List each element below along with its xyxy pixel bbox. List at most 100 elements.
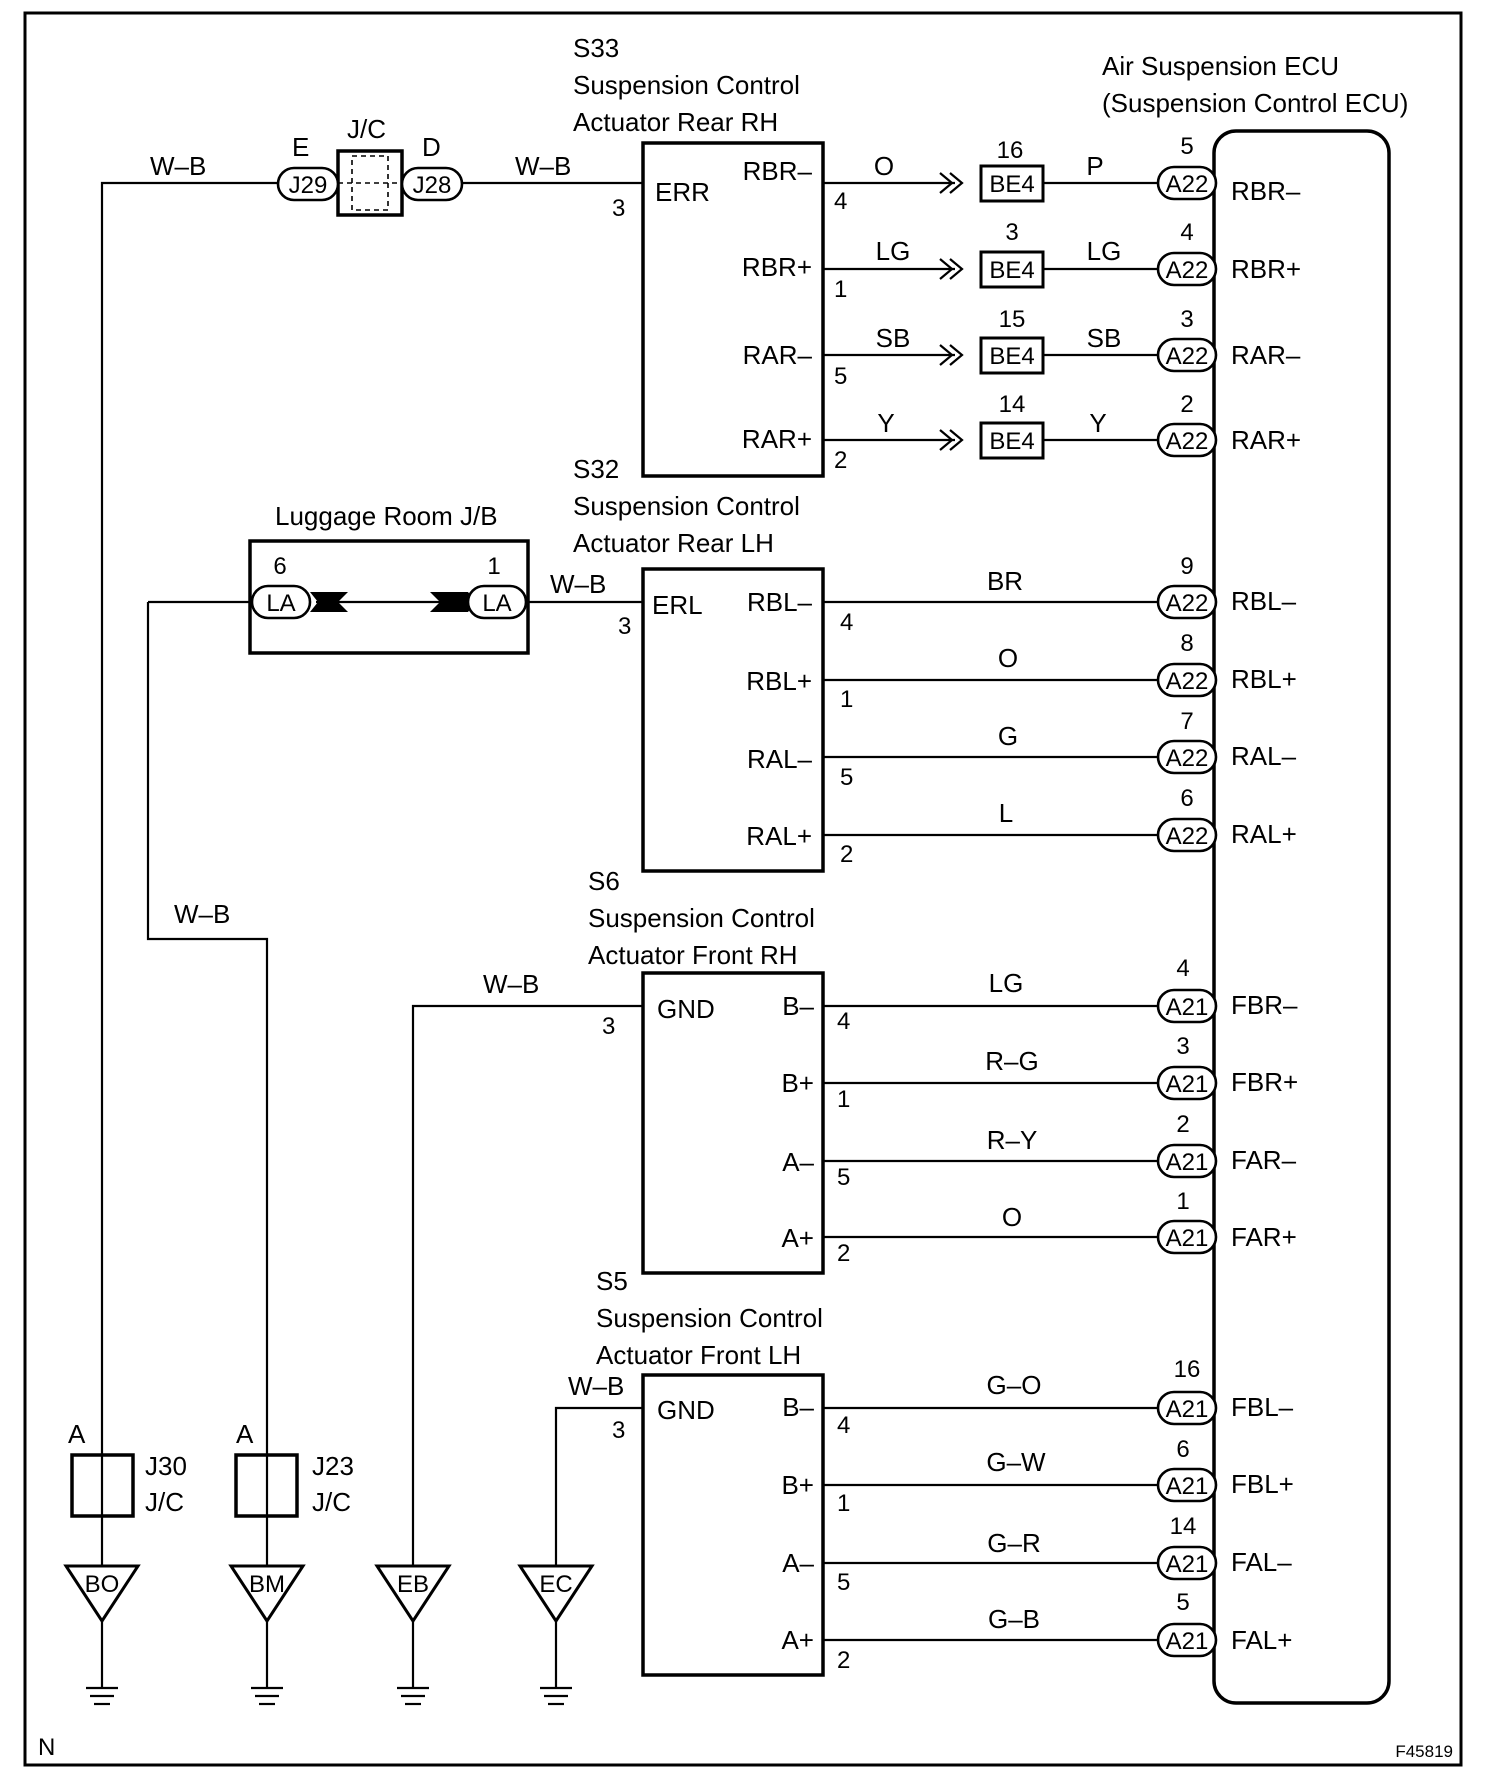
ecu-label-1-3: RAL+ [1231,819,1297,849]
s33-inline-pin-3: 14 [999,391,1026,418]
s6-pin-label-1: B+ [781,1068,814,1098]
s6-wire-0: LG [989,968,1024,998]
ecu-conn-a21-16 [1156,1390,1218,1426]
ecu-conn-name-0-2: A22 [1166,343,1209,370]
ecu-conn-a21-4 [1156,988,1218,1024]
s33-pin-label-2: RAR– [743,340,813,370]
ecu-box [1212,129,1391,1705]
ecu-label-2-2: FAR– [1231,1145,1297,1175]
ground-eb [374,1564,452,1706]
ecu-label-3-1: FBL+ [1231,1469,1294,1499]
s6-pin-num-2: 5 [837,1164,850,1191]
s33-row-rar-minus [823,336,1158,375]
ecu-pin-1-2: 7 [1180,708,1193,735]
wire-wb-1: W–B [150,151,206,181]
s32-pin-num-1: 1 [840,686,853,713]
s33-code: S33 [573,33,619,63]
ecu-pin-3-1: 6 [1176,1436,1189,1463]
s6-name2: Actuator Front RH [588,940,798,970]
ecu-conn-a22-7 [1156,739,1218,775]
s5-pin-label-0: B– [782,1392,814,1422]
luggage-jb-pin-left: 6 [273,553,286,580]
s5-code: S5 [596,1266,628,1296]
ground-ec-label: EC [539,1571,572,1598]
ecu-conn-a22-4 [1156,251,1218,287]
ecu-pin-0-1: 4 [1180,219,1193,246]
s33-inline-pin-2: 15 [999,306,1026,333]
s33-inline-be4-15 [979,336,1045,375]
wire-wb-6: W–B [568,1371,624,1401]
wire-wb-4: W–B [174,899,230,929]
diagram-frame [23,11,1463,1767]
luggage-jb-conn-right-label: LA [482,590,511,617]
s6-pin-num-1: 1 [837,1086,850,1113]
ecu-conn-name-2-2: A21 [1166,1149,1209,1176]
ground-bo [63,1564,141,1706]
s32-ground-label: ERL [652,590,703,620]
s33-inline-pin-0: 16 [997,137,1024,164]
connector-j29-label: J29 [289,172,328,199]
luggage-jb-right-arrow [430,592,476,612]
ecu-pin-2-1: 3 [1176,1033,1189,1060]
ecu-pin-1-1: 8 [1180,630,1193,657]
ecu-label-2-0: FBR– [1231,990,1298,1020]
ecu-conn-name-3-2: A21 [1166,1551,1209,1578]
s32-name1: Suspension Control [573,491,800,521]
ecu-conn-a22-8 [1156,662,1218,698]
s33-pin-num-3: 2 [834,447,847,474]
jc-top-letter-e: E [292,132,309,162]
s33-wire2-3: Y [1089,408,1106,438]
s33-pin-label-3: RAR+ [742,424,812,454]
s5-pin-label-1: B+ [781,1470,814,1500]
s32-pin-num-2: 5 [840,764,853,791]
s5-name1: Suspension Control [596,1303,823,1333]
ecu-conn-name-0-1: A22 [1166,257,1209,284]
ecu-conn-name-3-1: A21 [1166,1473,1209,1500]
ecu-label-3-2: FAL– [1231,1547,1292,1577]
s6-code: S6 [588,866,620,896]
s6-wire-1: R–G [985,1046,1038,1076]
s5-pin-label-2: A– [782,1548,814,1578]
ecu-conn-name-3-0: A21 [1166,1396,1209,1423]
ecu-conn-name-0-3: A22 [1166,428,1209,455]
figure-id: F45819 [1395,1742,1453,1761]
corner-left-letter: N [38,1734,55,1761]
ground-bm [228,1564,306,1706]
s33-pin-label-0: RBR– [743,156,813,186]
ecu-conn-name-0-0: A22 [1166,171,1209,198]
s33-inline-conn-1: BE4 [989,257,1034,284]
ground-jc-j23-label: J/C [312,1487,351,1517]
s5-box [641,1373,825,1677]
s6-pin-label-2: A– [782,1147,814,1177]
ecu-label-1-2: RAL– [1231,741,1297,771]
s33-wire2-1: LG [1087,236,1122,266]
s33-row-rbr-minus [823,164,1158,203]
s5-wire-1: G–W [986,1447,1046,1477]
ecu-label-1-0: RBL– [1231,586,1297,616]
ecu-conn-name-1-0: A22 [1166,590,1209,617]
s33-wire-2: SB [876,323,911,353]
s5-wire-2: G–R [987,1528,1040,1558]
ground-jc-j23-code: J23 [312,1451,354,1481]
s32-name2: Actuator Rear LH [573,528,774,558]
s33-inline-conn-3: BE4 [989,428,1034,455]
ground-ec [517,1564,595,1706]
ground-eb-label: EB [397,1571,429,1598]
luggage-jb-left-arrow [310,592,348,612]
jc-top-label: J/C [347,114,386,144]
ecu-label-0-3: RAR+ [1231,425,1301,455]
s33-inline-be4-14 [979,421,1045,460]
luggage-jb-pin-right: 1 [487,553,500,580]
s6-wire-2: R–Y [987,1125,1038,1155]
ecu-pin-0-3: 2 [1180,391,1193,418]
s6-pin-label-0: B– [782,991,814,1021]
s32-ground-pin: 3 [618,613,631,640]
ecu-label-0-2: RAR– [1231,340,1301,370]
s32-box [641,567,825,873]
ecu-conn-a22-6 [1156,817,1218,853]
s5-name2: Actuator Front LH [596,1340,801,1370]
s32-code: S32 [573,454,619,484]
ecu-conn-a22-5 [1156,165,1218,201]
s32-wire-2: G [998,721,1018,751]
